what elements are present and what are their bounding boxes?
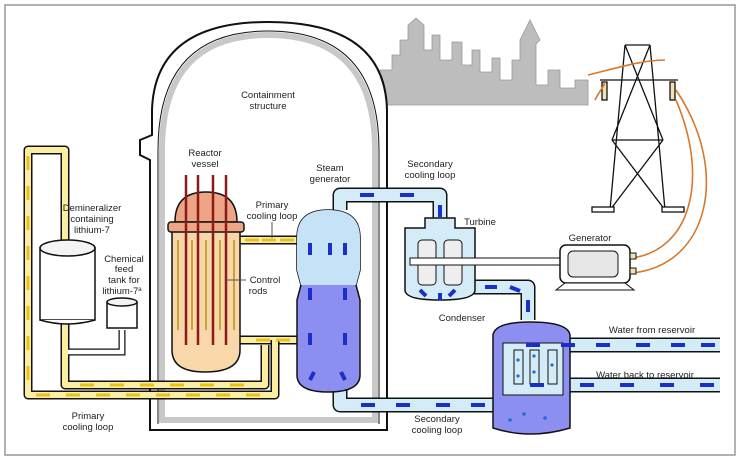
turbine-label: Turbine [464, 217, 496, 228]
steam-generator [296, 209, 361, 393]
secondary-flow-arrows [308, 193, 715, 407]
condenser [492, 321, 571, 435]
turbine [404, 217, 566, 301]
primary-flow-arrows [26, 156, 327, 397]
condenser-label: Condenser [439, 313, 485, 324]
water-back-reservoir-label: Water back to reservoir [596, 370, 694, 381]
power-line [594, 81, 606, 101]
generator [554, 244, 637, 291]
water-from-reservoir-label: Water from reservoir [609, 325, 695, 336]
generator-label: Generator [569, 233, 612, 244]
chemical-feed-tank [106, 297, 138, 329]
reactor-vessel [167, 175, 245, 373]
power-line [587, 59, 666, 76]
power-line [631, 99, 694, 259]
demineralizer-tank [39, 239, 96, 325]
city-skyline [367, 17, 589, 106]
transmission-tower [591, 44, 685, 213]
power-line [631, 89, 708, 274]
